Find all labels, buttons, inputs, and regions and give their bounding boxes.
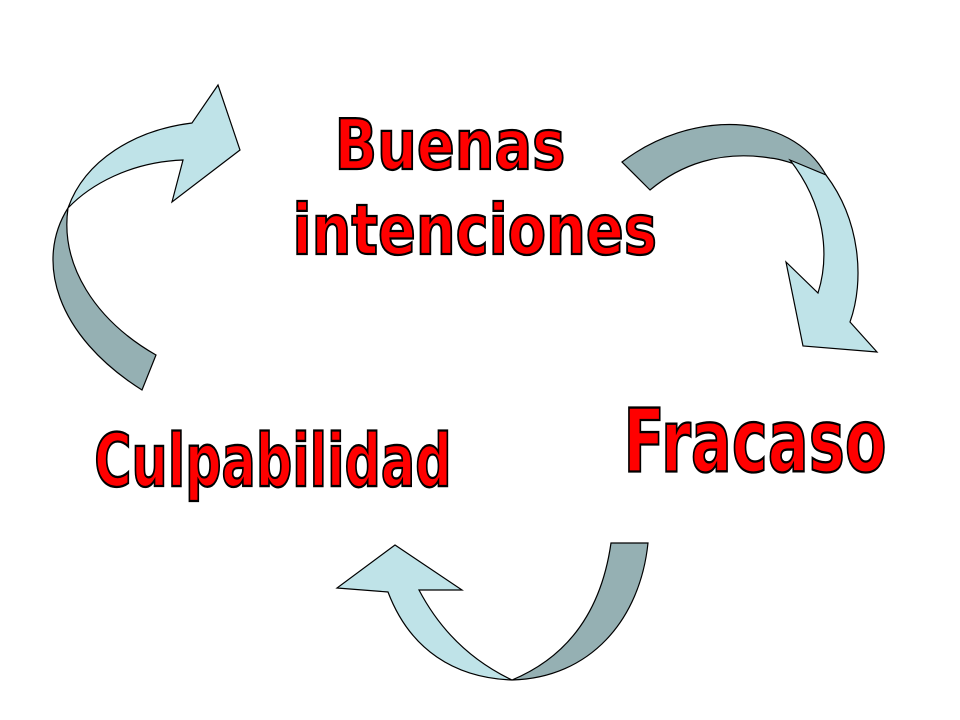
node-buenas-intenciones: Buenas intenciones bbox=[292, 103, 658, 272]
node-culpabilidad: Culpabilidad bbox=[93, 417, 452, 504]
node-fracaso: Fracaso bbox=[623, 391, 888, 493]
arrow-buenas-to-fracaso bbox=[621, 123, 879, 353]
arrow-fracaso-to-culpabilidad bbox=[335, 542, 649, 681]
arrow-culpabilidad-to-buenas bbox=[52, 83, 241, 391]
